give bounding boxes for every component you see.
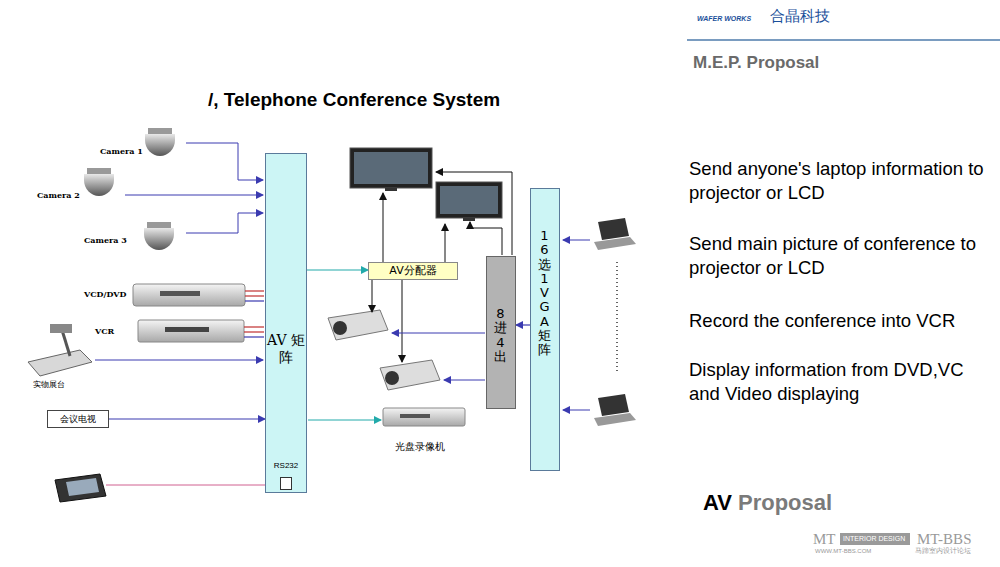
node-label: 8进4出: [494, 307, 507, 364]
rs232-port: [280, 477, 292, 490]
dome-camera: [144, 222, 174, 250]
section-title: Proposal: [738, 489, 832, 518]
lcd-monitor: [436, 182, 502, 221]
node-label: 会议电视: [48, 411, 108, 427]
watermark: INTERIOR DESIGN: [843, 534, 905, 543]
diagram-title: /, Telephone Conference System: [208, 89, 500, 111]
logo-text: WAFER WORKS: [697, 14, 751, 23]
av-matrix-box: AV 矩阵 RS232: [265, 153, 307, 493]
device-label: Camera 2: [37, 190, 80, 200]
watermark: 马蹄室内设计论坛: [915, 547, 971, 556]
more-laptops-dots: [616, 262, 618, 372]
projector: [380, 360, 440, 390]
device-label: 实物展台: [33, 380, 65, 390]
connector: [307, 269, 368, 270]
vga-matrix-box: 16选1VGA矩阵: [530, 188, 560, 471]
projector: [328, 310, 388, 340]
laptop-wire: [563, 240, 590, 241]
section-title: AV: [703, 489, 732, 518]
switch-8in4out-box: 8进4出: [486, 256, 516, 409]
node-label: 16选1VGA矩阵: [538, 229, 551, 358]
recorder-wire: [308, 420, 381, 421]
vcr: [138, 320, 244, 342]
switch-wires: [392, 333, 485, 380]
rs232-wire: [106, 485, 282, 486]
header-bar: [687, 0, 1000, 40]
watermark: WWW.MT-BBS.COM: [815, 548, 871, 556]
video-conference-box: 会议电视: [47, 410, 109, 428]
av-distributor-box: AV分配器: [368, 262, 458, 280]
subtitle: M.E.P. Proposal: [693, 52, 819, 74]
av-wires: [244, 291, 264, 337]
bullet-text: Display information from DVD,VC and Vide…: [689, 358, 997, 406]
document-camera: [28, 324, 92, 376]
camera-wires: [125, 143, 263, 233]
node-label: AV分配器: [369, 263, 457, 279]
visualizer-wire: [95, 360, 263, 361]
device-label: VCR: [95, 326, 114, 336]
bullet-text: Send main picture of conference to proje…: [689, 232, 997, 280]
watermark: MT-BBS: [917, 530, 971, 550]
device-label: 光盘录像机: [395, 440, 445, 453]
laptop-wire: [563, 410, 590, 411]
dvd-player: [133, 284, 245, 306]
header-rule: [687, 39, 1000, 41]
watermark: MT: [813, 530, 836, 550]
device-label: Camera 3: [84, 235, 127, 245]
switch-wires: [436, 172, 512, 255]
lcd-monitor: [350, 148, 432, 191]
laptop: [594, 394, 636, 426]
dome-camera: [84, 168, 114, 196]
touch-panel: [55, 474, 106, 502]
dome-camera: [145, 128, 175, 156]
company-name: 合晶科技: [770, 7, 830, 27]
port-label: RS232: [266, 461, 306, 470]
node-label: AV 矩阵: [266, 332, 306, 366]
disc-recorder: [383, 408, 465, 426]
bullet-text: Record the conference into VCR: [689, 309, 997, 333]
connector: [516, 324, 530, 325]
device-label: VCD/DVD: [84, 289, 126, 299]
device-label: Camera 1: [100, 146, 143, 156]
watermark-patch: [840, 533, 910, 545]
laptop: [594, 218, 636, 250]
connector: [109, 418, 265, 419]
bullet-text: Send anyone's laptop information to proj…: [689, 157, 997, 205]
